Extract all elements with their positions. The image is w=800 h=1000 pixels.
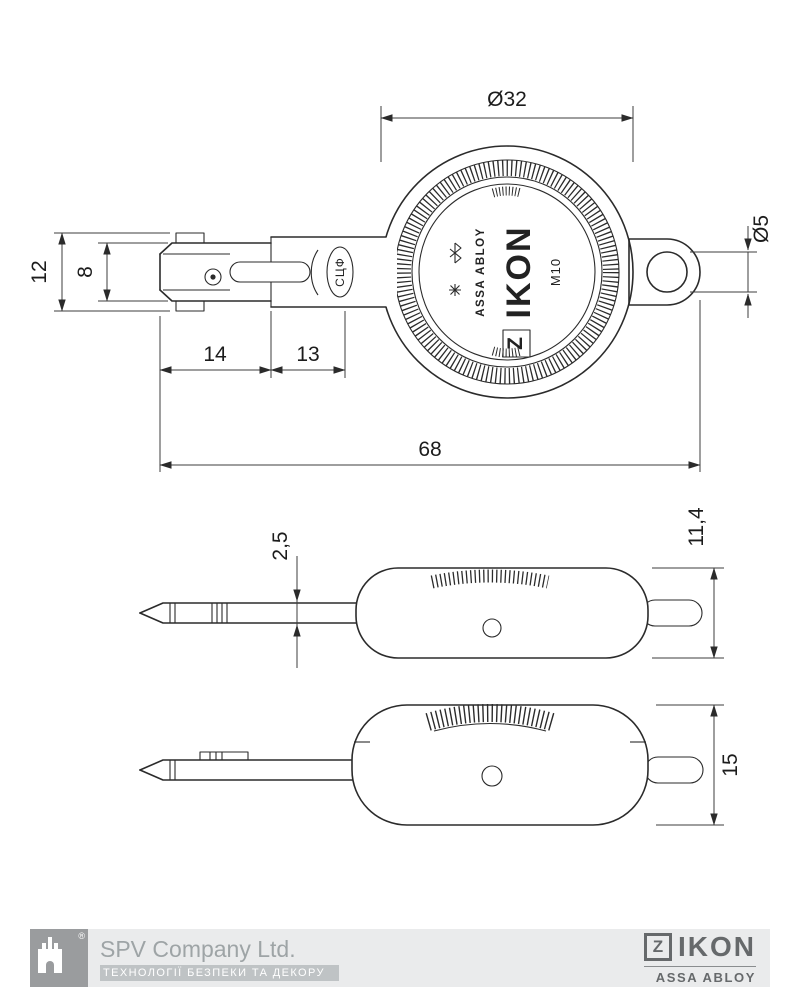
head-inner-ring-1 [411, 176, 603, 368]
dim-tip-length: 14 13 [159, 311, 346, 472]
ikon-logo-square: Z [644, 933, 672, 961]
blade-ward-profile [199, 751, 249, 760]
dim-label-blade-thickness: 2,5 [269, 531, 292, 560]
eyelet-profile-2 [644, 756, 704, 784]
dim-head-thickness-large: 15 [656, 704, 742, 826]
dim-label-tip-length: 14 [203, 343, 227, 366]
head-knurling-side-2 [425, 704, 555, 731]
dim-head-thickness-small: 11,4 [652, 507, 724, 659]
dim-blade-thickness: 2,5 [269, 531, 301, 668]
brand-block: Z IKON ASSA ABLOY [644, 931, 756, 985]
company-name: SPV Company Ltd. [100, 935, 296, 962]
inner-grip-top [491, 186, 523, 198]
star-icon [449, 284, 461, 296]
head-pin-hole-2 [481, 765, 503, 787]
blade-grooves-2 [169, 751, 249, 780]
ikon-brand-name: IKON [678, 931, 756, 962]
footer-bar: ® SPV Company Ltd. ТЕХНОЛОГІЇ БЕЗПЕКИ ТА… [30, 929, 770, 987]
head-knurling-side [430, 569, 550, 589]
dim-label-total-length: 68 [418, 438, 441, 461]
head-parent-text: ASSA ABLOY [475, 227, 487, 317]
blade-profile-2 [139, 759, 359, 771]
brand-logo-square [502, 329, 531, 358]
head-profile [355, 567, 649, 659]
dim-blade-height: 8 [74, 242, 168, 302]
knurl-underline [433, 723, 547, 732]
castle-icon [38, 937, 62, 973]
blade-ward-top [175, 232, 205, 243]
engraving-swoosh [310, 249, 319, 296]
blade-grooves [169, 603, 228, 623]
blade-ward-bottom [175, 301, 205, 312]
head-profile-2 [351, 704, 649, 826]
shaft-stamp-oval [326, 246, 354, 298]
ikon-logo: Z IKON [644, 931, 756, 963]
head-brand-text: IKON [500, 226, 538, 319]
dim-total-length: 68 [159, 300, 701, 472]
dim-label-head-diameter: Ø32 [487, 88, 527, 111]
head-model-text: M10 [548, 258, 563, 286]
key-blade: СЦФ [159, 232, 354, 312]
dim-label-head-thickness-large: 15 [719, 753, 742, 776]
assa-abloy-name: ASSA ABLOY [644, 966, 756, 985]
registered-mark: ® [78, 931, 85, 941]
company-tagline: ТЕХНОЛОГІЇ БЕЗПЕКИ ТА ДЕКОРУ [100, 964, 339, 981]
eyelet-hole [646, 251, 688, 293]
blade-hole [204, 268, 222, 286]
blade-profile [139, 602, 363, 614]
ikon-logo-letter: Z [652, 937, 664, 956]
brand-logo-letter: Z [504, 337, 527, 350]
side-view-thick: 15 [139, 704, 742, 826]
dim-tip-height: 12 [28, 232, 170, 312]
dim-head-diameter: Ø32 [380, 88, 634, 162]
dim-label-neck-length: 13 [296, 343, 319, 366]
spv-logo: ® [30, 929, 88, 987]
top-view: СЦФ ASSA ABLOY IKON M10 Z Ø32 Ø5 [28, 88, 773, 472]
side-view-thin: 2,5 11,4 [139, 507, 724, 668]
bluetooth-icon [449, 242, 462, 264]
shaft-stamp-text: СЦФ [333, 257, 347, 287]
blade-hole-center [210, 274, 216, 280]
blade-slot [229, 261, 311, 283]
eyelet-profile [641, 599, 703, 627]
inner-grip-bottom [491, 346, 523, 358]
dim-label-blade-height: 8 [74, 266, 97, 278]
dim-hole-diameter: Ø5 [690, 215, 773, 318]
dim-label-head-thickness-small: 11,4 [685, 507, 708, 547]
head-markings: ASSA ABLOY IKON M10 Z [449, 226, 563, 358]
head-inner-ring-2 [418, 183, 596, 361]
dim-label-hole-diameter: Ø5 [750, 215, 773, 243]
head-pin-hole [482, 618, 502, 638]
head-knurling [395, 160, 619, 384]
footer-company-block: SPV Company Ltd. ТЕХНОЛОГІЇ БЕЗПЕКИ ТА Д… [100, 936, 339, 981]
dim-label-tip-height: 12 [28, 260, 51, 283]
